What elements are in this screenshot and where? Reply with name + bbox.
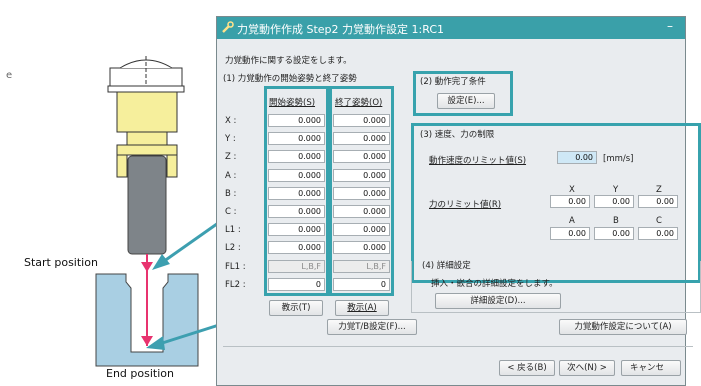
- force-head-a: A: [569, 216, 575, 226]
- speed-limit-input[interactable]: 0.00: [557, 151, 597, 164]
- pose-row-label: FL1 :: [225, 262, 246, 272]
- corner-letter: e: [6, 70, 13, 81]
- illustration: e Start position End position: [0, 0, 321, 381]
- pose-start-input[interactable]: 0.000: [268, 150, 325, 163]
- pose-start-input[interactable]: 0.000: [268, 223, 325, 236]
- cancel-button[interactable]: キャンセ: [621, 360, 681, 376]
- force-limit-y[interactable]: 0.00: [594, 195, 634, 208]
- speed-limit-label: 動作速度のリミット値(S): [429, 156, 527, 166]
- start-pose-highlight: [264, 86, 329, 296]
- pose-start-input[interactable]: 0.000: [268, 114, 325, 127]
- pose-row-label: Y :: [225, 134, 236, 144]
- limits-highlight: [411, 123, 701, 283]
- footer-separator: [223, 346, 693, 347]
- column-start-pose: 開始姿勢(S): [269, 98, 316, 108]
- pose-row-label: L2 :: [225, 243, 241, 253]
- teach-end-button[interactable]: 教示(A): [335, 300, 389, 316]
- speed-unit: [mm/s]: [603, 154, 634, 164]
- detail-settings-button[interactable]: 詳細設定(D)...: [435, 293, 561, 309]
- robot-gripper-diagram: [95, 56, 321, 367]
- force-limit-z[interactable]: 0.00: [638, 195, 678, 208]
- section2-title: (2) 動作完了条件: [420, 77, 486, 87]
- pose-row-label: L1 :: [225, 225, 241, 235]
- force-head-y: Y: [613, 185, 619, 195]
- dialog-title: 力覚動作作成 Step2 力覚動作設定 1:RC1: [237, 23, 445, 36]
- pose-start-input[interactable]: 0.000: [268, 241, 325, 254]
- pose-start-input[interactable]: 0.000: [268, 187, 325, 200]
- gripper-finger-left: [116, 154, 128, 178]
- column-end-pose: 終了姿勢(O): [335, 98, 383, 108]
- end-pose-highlight: [329, 86, 394, 296]
- section4-title: (4) 詳細設定: [420, 259, 473, 271]
- pose-end-input[interactable]: 0.000: [333, 114, 390, 127]
- wrench-icon: [222, 21, 234, 33]
- pose-start-input[interactable]: 0.000: [268, 132, 325, 145]
- end-position-label: End position: [106, 367, 174, 380]
- pose-start-input[interactable]: 0: [268, 278, 325, 291]
- force-trigger-button[interactable]: 力覚T/B設定(F)...: [327, 319, 417, 335]
- pose-start-input: L,B,F: [268, 260, 325, 273]
- force-limit-c[interactable]: 0.00: [638, 227, 678, 240]
- completion-settings-button[interactable]: 設定(E)...: [437, 93, 495, 109]
- pose-end-input[interactable]: 0.000: [333, 169, 390, 182]
- section3-title: (3) 速度、力の制限: [420, 130, 495, 140]
- force-limit-b[interactable]: 0.00: [594, 227, 634, 240]
- pose-end-input[interactable]: 0: [333, 278, 390, 291]
- pose-end-input[interactable]: 0.000: [333, 132, 390, 145]
- pose-row-label: B :: [225, 189, 237, 199]
- start-marker: [141, 262, 153, 272]
- pose-row-label: X :: [225, 116, 237, 126]
- minimize-button[interactable]: –: [667, 19, 673, 33]
- pose-end-input: L,B,F: [333, 260, 390, 273]
- back-button[interactable]: < 戻る(B): [499, 360, 555, 376]
- pose-row-label: A :: [225, 171, 237, 181]
- pose-end-input[interactable]: 0.000: [333, 187, 390, 200]
- next-button[interactable]: 次へ(N) >: [559, 360, 615, 376]
- completion-condition-highlight: [413, 71, 513, 116]
- force-head-c: C: [656, 216, 662, 226]
- force-head-z: Z: [656, 185, 662, 195]
- start-position-label: Start position: [24, 256, 98, 269]
- end-marker: [141, 336, 153, 346]
- pose-row-label: Z :: [225, 152, 237, 162]
- pose-row-label: FL2 :: [225, 280, 246, 290]
- force-head-x: X: [569, 185, 575, 195]
- gripper-body: [116, 91, 178, 133]
- detail-settings-desc: 挿入・嵌合の詳細設定をします。: [431, 279, 558, 289]
- pose-end-input[interactable]: 0.000: [333, 205, 390, 218]
- pose-start-input[interactable]: 0.000: [268, 169, 325, 182]
- teach-start-button[interactable]: 教示(T): [269, 300, 323, 316]
- target-block: [95, 273, 199, 367]
- gripper-finger-right: [166, 154, 178, 178]
- pose-end-input[interactable]: 0.000: [333, 241, 390, 254]
- intro-text: 力覚動作に関する設定をします。: [225, 56, 352, 66]
- workpiece: [127, 155, 167, 255]
- pose-end-input[interactable]: 0.000: [333, 150, 390, 163]
- pose-start-input[interactable]: 0.000: [268, 205, 325, 218]
- pose-end-input[interactable]: 0.000: [333, 223, 390, 236]
- section1-title: (1) 力覚動作の開始姿勢と終了姿勢: [223, 74, 357, 84]
- force-head-b: B: [613, 216, 619, 226]
- teach-end-label: 教示(A): [347, 303, 377, 313]
- force-limit-a[interactable]: 0.00: [550, 227, 590, 240]
- force-limit-x[interactable]: 0.00: [550, 195, 590, 208]
- force-motion-help-button[interactable]: 力覚動作設定について(A): [559, 319, 687, 335]
- force-motion-dialog: 力覚動作作成 Step2 力覚動作設定 1:RC1 – 力覚動作に関する設定をし…: [216, 16, 701, 386]
- force-limit-label: 力のリミット値(R): [429, 200, 502, 210]
- title-bar[interactable]: 力覚動作作成 Step2 力覚動作設定 1:RC1 –: [217, 17, 685, 39]
- pose-row-label: C :: [225, 207, 237, 217]
